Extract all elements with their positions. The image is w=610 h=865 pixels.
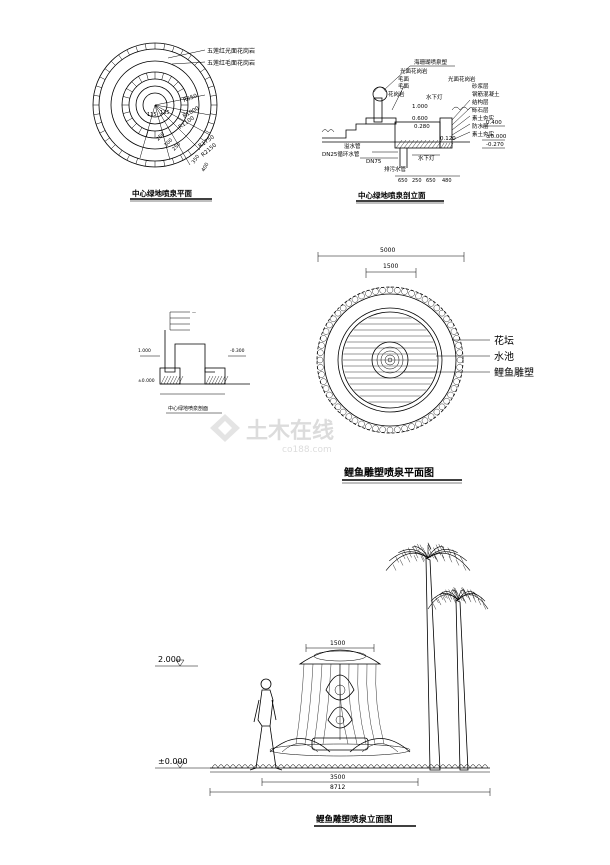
label-rough-b: 毛面 xyxy=(398,82,410,90)
label-concrete: 钢筋混凝土 xyxy=(472,90,500,98)
label-dn75: DN75 xyxy=(366,159,382,165)
label-coral-sculpture: 海珊瑚喷泉塑 xyxy=(414,58,448,66)
label-polished-granite-a: 光面花岗岩 xyxy=(400,67,428,75)
dim-115: 115 xyxy=(147,112,157,118)
elev-0120: 0.120 xyxy=(440,136,456,142)
elev-0600: 0.600 xyxy=(412,116,428,122)
dim-1500: 1500 xyxy=(383,263,398,270)
label-circ-pipe: DN25循环水管 xyxy=(322,150,360,158)
dim-350: 350 xyxy=(191,154,201,165)
title-fountain-section: 中心绿地喷泉剖立面 xyxy=(358,190,426,200)
elev-s3-0000: ±0.000 xyxy=(138,378,155,384)
callout-rough-granite: 五莲红毛面花岗岩 xyxy=(207,59,255,67)
elev-0280: 0.280 xyxy=(414,124,430,130)
dim-480: 480 xyxy=(442,178,452,184)
watermark-text: 土木在线 xyxy=(246,418,334,444)
dim-5000: 5000 xyxy=(380,247,395,254)
dim-650-b: 650 xyxy=(426,178,436,184)
dim-250-a: 250 xyxy=(155,131,166,142)
fountain-plan-circular: 五莲红光面花岗岩 五莲红毛面花岗岩 R650 R1000 R1100 R1750… xyxy=(92,42,255,202)
label-waterproof: 防水层 xyxy=(472,122,489,130)
scale-figure xyxy=(249,678,283,771)
label-overflow-pipe: 溢水管 xyxy=(344,142,361,150)
dim-250-b: 250 xyxy=(171,141,182,152)
elev-neg0270: -0.270 xyxy=(486,142,504,148)
dim-8712: 8712 xyxy=(330,784,345,791)
carp-fountain-plan: 5000 1500 花坛 水池 鲤鱼雕塑 鲤鱼雕塑喷泉平面图 xyxy=(316,247,534,484)
label-underwater-light-a: 水下灯 xyxy=(426,93,443,101)
elev-0000: ±0.000 xyxy=(486,134,507,140)
watermark-url: co188.com xyxy=(282,445,332,455)
label-polished-granite-b: 光面花岗岩 xyxy=(448,75,476,83)
title-small-section: 中心绿地喷泉剖面 xyxy=(168,405,208,412)
dim-300: 300 xyxy=(163,137,174,148)
title-carp-elevation: 鲤鱼雕塑喷泉立面图 xyxy=(315,814,393,825)
dim-400: 400 xyxy=(201,162,211,173)
dim-3500: 3500 xyxy=(330,774,345,781)
fountain-section: 海珊瑚喷泉塑 光面花岗岩 光面花岗岩 毛面 毛面 花岗岩 砂浆层 钢筋混凝土 水… xyxy=(321,58,507,204)
watermark: 土木在线 co188.com xyxy=(210,414,334,455)
callout-polished-granite: 五莲红光面花岗岩 xyxy=(207,47,255,55)
carp-fountain-elevation: 2.000 ±0.000 xyxy=(155,542,491,827)
elev-1000: 1.000 xyxy=(412,104,428,110)
elev-0400: 0.400 xyxy=(486,120,502,126)
s3-note-a: — xyxy=(192,310,196,315)
elev-2000: 2.000 xyxy=(158,655,181,664)
label-rough-a: 毛面 xyxy=(398,75,410,83)
elev-0000-b: ±0.000 xyxy=(158,757,188,766)
dim-r650: R650 xyxy=(183,93,199,104)
label-compacted-soil-b: 素土夯实 xyxy=(472,130,495,138)
label-granite: 花岗岩 xyxy=(388,90,405,98)
dim-135: 135 xyxy=(160,110,170,116)
label-compacted-soil: 素土夯实 xyxy=(472,114,495,122)
elev-s3-neg0300: -0.300 xyxy=(230,348,245,354)
dim-1500-elev: 1500 xyxy=(330,640,345,647)
label-flowerbed: 花坛 xyxy=(494,334,514,347)
elev-s3-1000: 1.000 xyxy=(138,348,151,354)
palm-tree-small xyxy=(427,587,489,771)
label-pool: 水池 xyxy=(494,350,514,363)
label-underwater-light-b: 水下灯 xyxy=(418,154,435,162)
dim-650-a: 650 xyxy=(398,178,408,184)
label-drain-pipe: 排污水管 xyxy=(384,165,407,173)
title-fountain-plan: 中心绿地喷泉平面 xyxy=(132,188,192,198)
label-gravel: 砾石层 xyxy=(472,106,489,114)
title-carp-plan: 鲤鱼雕塑喷泉平面图 xyxy=(343,466,434,479)
label-structure: 结构层 xyxy=(472,98,489,106)
dim-250: 250 xyxy=(412,178,422,184)
fountain-small-section: — 1.000 ±0.000 -0.300 中心绿地喷泉剖面 xyxy=(138,310,250,414)
label-mortar: 砂浆层 xyxy=(472,82,489,90)
palm-tree-large xyxy=(385,542,471,771)
label-carp-sculpture: 鲤鱼雕塑 xyxy=(494,366,534,379)
